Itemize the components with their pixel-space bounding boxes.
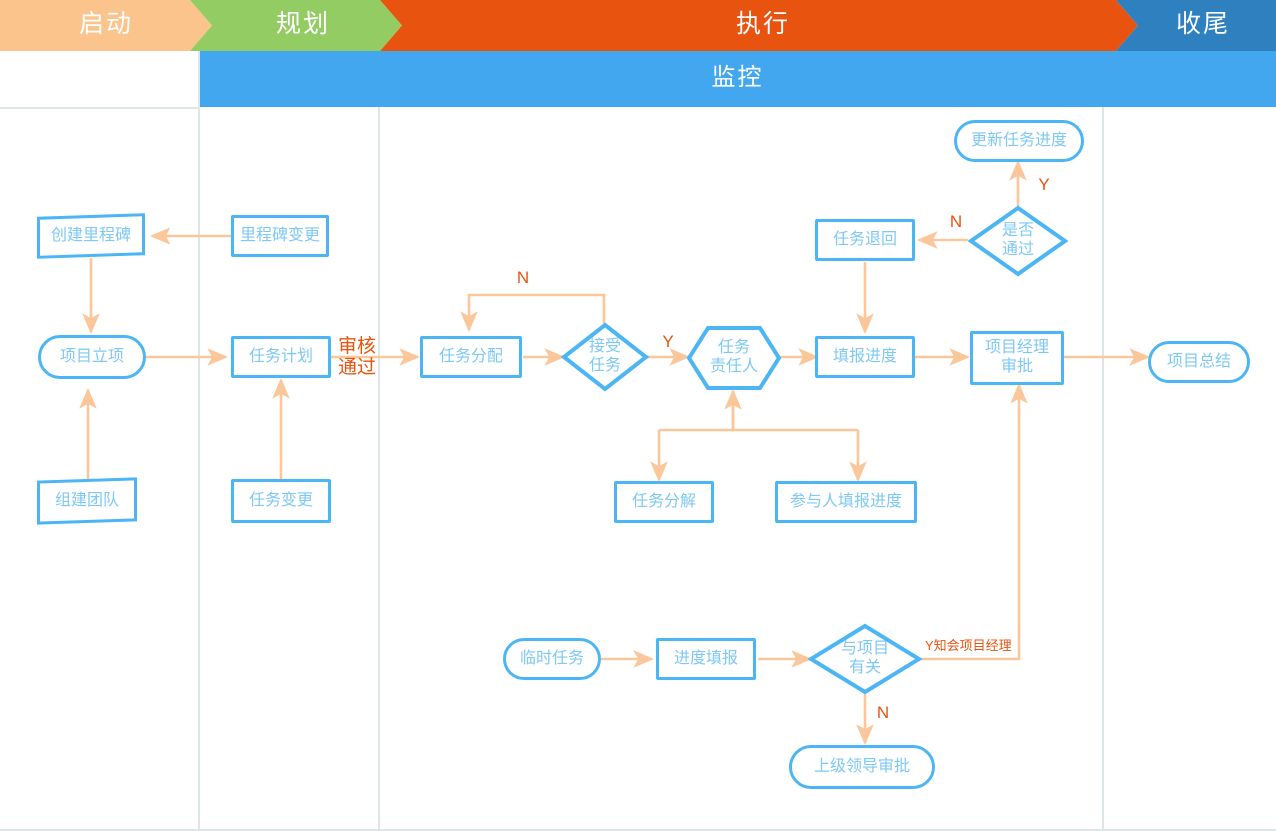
monitor-band-label: 监控 (711, 64, 764, 91)
node-build-team-label: 组建团队 (54, 491, 119, 509)
node-project-summary[interactable]: 项目总结 (1148, 341, 1250, 383)
edge-label-assign-no: N (516, 268, 530, 287)
node-task-owner-label: 任务 责任人 (709, 339, 758, 375)
monitor-band[interactable]: 监控 (199, 51, 1276, 107)
node-pm-approval[interactable]: 项目经理 审批 (970, 331, 1064, 385)
lane-top-border (0, 107, 199, 109)
node-task-change-label: 任务变更 (248, 491, 313, 509)
phase-close-label: 收尾 (1175, 10, 1230, 38)
node-task-return[interactable]: 任务退回 (815, 219, 915, 261)
node-task-breakdown[interactable]: 任务分解 (614, 481, 714, 523)
phase-close[interactable]: 收尾 (1116, 0, 1276, 51)
phase-initiate-label: 启动 (78, 10, 133, 38)
phase-initiate[interactable]: 启动 (0, 0, 212, 51)
lane-divider-2 (378, 107, 380, 831)
node-project-initiation[interactable]: 项目立项 (38, 335, 146, 379)
phase-execute[interactable]: 执行 (380, 0, 1138, 51)
node-milestone-change-label: 里程碑变更 (239, 226, 320, 244)
node-task-assign[interactable]: 任务分配 (420, 336, 522, 378)
diamond-shape (968, 205, 1068, 277)
node-participant-report-label: 参与人填报进度 (789, 492, 902, 510)
node-accept-task[interactable]: 接受 任务 (561, 322, 649, 392)
node-project-summary-label: 项目总结 (1166, 352, 1231, 370)
edge-label-accept-yes: Y (662, 332, 674, 351)
node-leader-approval-label: 上级领导审批 (813, 757, 910, 775)
node-pm-approval-label: 项目经理 审批 (984, 339, 1049, 375)
node-related-to-project-label: 与项目 有关 (840, 640, 889, 676)
edge-label-related-no: N (876, 703, 890, 722)
phase-execute-label: 执行 (735, 10, 790, 38)
phase-banner: 启动 规划 执行 收尾 (0, 0, 1276, 51)
node-task-plan[interactable]: 任务计划 (231, 336, 331, 378)
node-project-initiation-label: 项目立项 (59, 347, 124, 365)
node-task-breakdown-label: 任务分解 (631, 492, 696, 510)
node-is-approved[interactable]: 是否 通过 (968, 205, 1068, 277)
node-related-to-project[interactable]: 与项目 有关 (808, 623, 922, 695)
node-accept-task-label: 接受 任务 (588, 338, 621, 374)
node-update-task-progress[interactable]: 更新任务进度 (954, 120, 1084, 162)
node-task-plan-label: 任务计划 (248, 347, 313, 365)
node-temp-task-label: 临时任务 (519, 649, 584, 667)
node-task-assign-label: 任务分配 (438, 347, 503, 365)
edge-label-related-yes: Y知会项目经理 (925, 638, 1012, 653)
phase-plan[interactable]: 规划 (190, 0, 402, 51)
edge-label-approved-yes: Y (1038, 175, 1050, 194)
hexagon-shape (686, 326, 782, 390)
node-temp-task[interactable]: 临时任务 (503, 638, 601, 680)
node-progress-report-label: 进度填报 (673, 649, 738, 667)
node-build-team[interactable]: 组建团队 (37, 477, 137, 525)
node-create-milestone-label: 创建里程碑 (50, 226, 131, 244)
diamond-shape (808, 623, 922, 695)
diamond-shape (561, 322, 649, 392)
node-leader-approval[interactable]: 上级领导审批 (789, 745, 935, 789)
lane-divider-1 (198, 51, 200, 831)
node-fill-progress[interactable]: 填报进度 (815, 336, 915, 378)
lane-bottom-border (0, 829, 1276, 831)
lane-divider-3 (1102, 107, 1104, 831)
node-is-approved-label: 是否 通过 (1001, 222, 1034, 258)
node-update-task-progress-label: 更新任务进度 (970, 131, 1067, 149)
node-task-change[interactable]: 任务变更 (231, 479, 331, 523)
node-progress-report[interactable]: 进度填报 (656, 638, 756, 680)
node-task-owner[interactable]: 任务 责任人 (686, 325, 782, 391)
node-task-return-label: 任务退回 (832, 230, 897, 248)
node-milestone-change[interactable]: 里程碑变更 (231, 215, 329, 257)
node-fill-progress-label: 填报进度 (832, 347, 897, 365)
node-create-milestone[interactable]: 创建里程碑 (37, 213, 145, 259)
node-participant-report[interactable]: 参与人填报进度 (775, 481, 917, 523)
phase-plan-label: 规划 (275, 10, 330, 38)
edge-label-approved-no: N (949, 212, 963, 231)
edge-label-review-passed: 审核 通过 (337, 336, 376, 379)
